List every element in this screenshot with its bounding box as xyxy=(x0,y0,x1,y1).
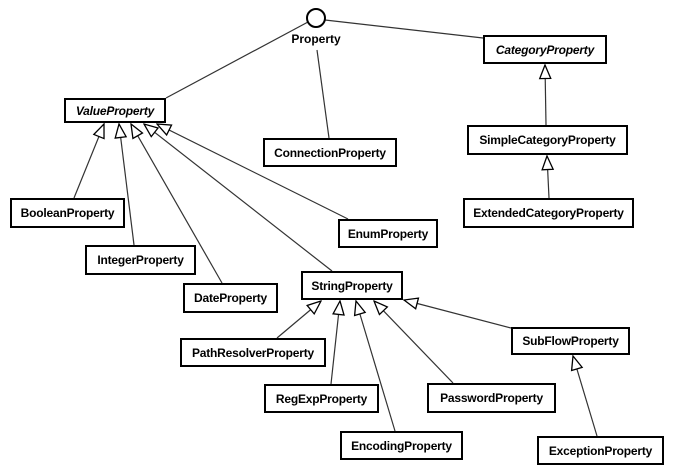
edge-connection-to-property[interactable] xyxy=(316,49,330,139)
class-node-extendedCategory[interactable]: ExtendedCategoryProperty xyxy=(463,198,634,228)
edge-subFlow-to-string[interactable] xyxy=(404,300,512,329)
edge-boolean-to-value[interactable] xyxy=(73,124,104,199)
edge-extendedCategory-to-simpleCategory[interactable] xyxy=(547,156,549,199)
class-node-label-date: DateProperty xyxy=(194,291,267,305)
class-node-label-regExp: RegExpProperty xyxy=(275,391,368,406)
class-node-date[interactable]: DateProperty xyxy=(183,283,278,313)
class-node-label-simpleCategory: SimpleCategoryProperty xyxy=(479,133,616,147)
edge-date-to-value[interactable] xyxy=(131,124,223,284)
class-node-connection[interactable]: ConnectionProperty xyxy=(263,138,397,167)
edge-regExp-to-string[interactable] xyxy=(330,301,340,385)
edge-pathResolver-to-string[interactable] xyxy=(276,301,321,339)
edge-string-to-value[interactable] xyxy=(144,124,333,272)
class-node-subFlow[interactable]: SubFlowProperty xyxy=(511,327,630,355)
class-node-label-extendedCategory: ExtendedCategoryProperty xyxy=(473,206,624,220)
edge-enum-to-value[interactable] xyxy=(157,124,349,220)
class-node-label-enum: EnumProperty xyxy=(347,226,429,241)
interface-lollipop-icon[interactable] xyxy=(306,8,326,28)
class-node-label-integer: IntegerProperty xyxy=(97,253,184,267)
edge-exception-to-subFlow[interactable] xyxy=(573,356,598,437)
class-node-exception[interactable]: ExceptionProperty xyxy=(537,436,664,465)
class-node-category[interactable]: CategoryProperty xyxy=(483,35,607,64)
class-node-label-value: ValueProperty xyxy=(75,103,155,118)
class-node-label-password: PasswordProperty xyxy=(440,391,543,405)
interface-node-property-label: Property xyxy=(291,32,341,46)
class-node-label-subFlow: SubFlowProperty xyxy=(522,334,619,348)
class-node-label-pathResolver: PathResolverProperty xyxy=(191,345,315,360)
edge-simpleCategory-to-category[interactable] xyxy=(545,65,546,126)
class-node-label-string: StringProperty xyxy=(311,278,393,293)
class-node-boolean[interactable]: BooleanProperty xyxy=(10,198,125,228)
class-node-simpleCategory[interactable]: SimpleCategoryProperty xyxy=(467,125,628,155)
class-node-integer[interactable]: IntegerProperty xyxy=(85,245,196,275)
edge-integer-to-value[interactable] xyxy=(119,124,135,246)
edge-password-to-string[interactable] xyxy=(374,301,454,384)
class-node-value[interactable]: ValueProperty xyxy=(64,98,166,123)
edge-value-to-property[interactable] xyxy=(165,21,309,99)
class-node-password[interactable]: PasswordProperty xyxy=(427,383,556,413)
class-node-string[interactable]: StringProperty xyxy=(301,271,403,300)
class-node-label-category: CategoryProperty xyxy=(495,42,595,57)
class-node-label-exception: ExceptionProperty xyxy=(548,443,653,458)
class-node-label-boolean: BooleanProperty xyxy=(20,206,115,220)
class-node-pathResolver[interactable]: PathResolverProperty xyxy=(180,338,326,367)
class-node-regExp[interactable]: RegExpProperty xyxy=(264,384,379,413)
class-node-label-connection: ConnectionProperty xyxy=(274,145,386,160)
edge-category-to-property[interactable] xyxy=(324,19,484,39)
class-node-enum[interactable]: EnumProperty xyxy=(338,219,438,248)
class-node-label-encoding: EncodingProperty xyxy=(351,438,452,453)
inheritance-edges xyxy=(73,19,598,437)
class-node-encoding[interactable]: EncodingProperty xyxy=(340,431,463,460)
edge-encoding-to-string[interactable] xyxy=(356,301,396,432)
